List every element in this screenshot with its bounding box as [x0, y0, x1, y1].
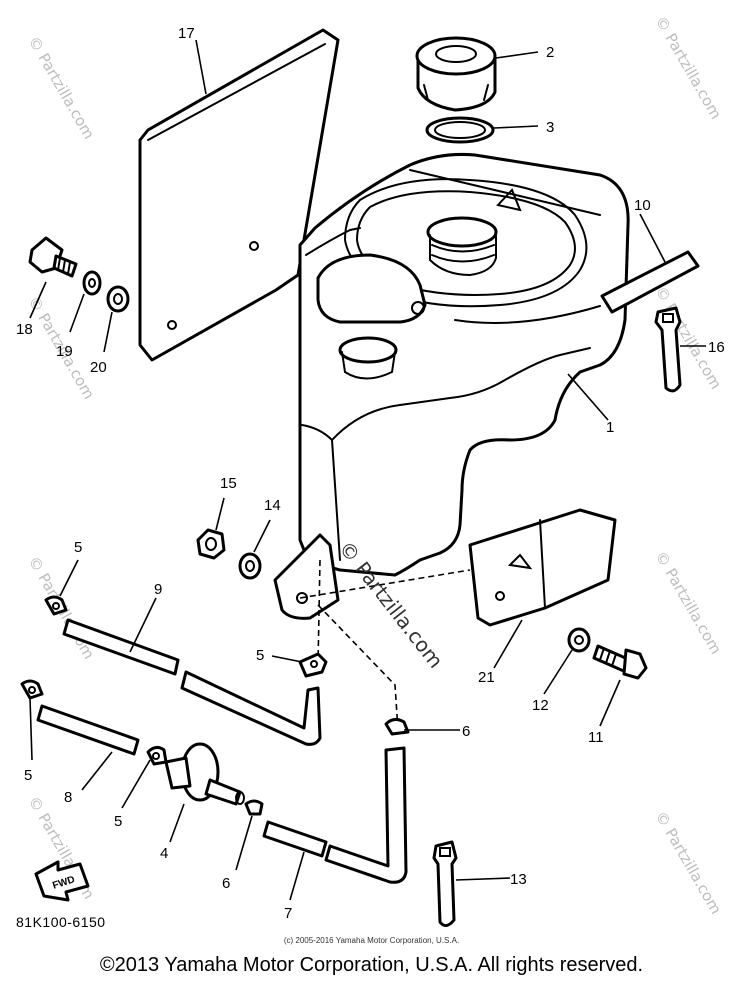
part-2-tank-cap: [415, 36, 497, 112]
part-7-hose: [262, 746, 408, 884]
part-3-cap-gasket: [425, 116, 495, 144]
callout-18: 18: [16, 321, 33, 338]
part-10-vent-hose: [454, 250, 700, 324]
part-15-nut: [196, 528, 226, 560]
callout-2: 2: [546, 44, 554, 61]
callout-3: 3: [546, 119, 554, 136]
part-9-hose: [62, 618, 322, 746]
callout-6: 6: [462, 723, 470, 740]
part-6-clip: [384, 717, 410, 736]
part-5-clamp: [298, 652, 328, 678]
callout-21: 21: [478, 669, 495, 686]
callout-leaders: [29, 39, 706, 901]
part-21-bracket: [468, 508, 617, 627]
part-20-washer: [106, 285, 130, 313]
part-19-washer: [82, 270, 102, 296]
part-4-fuel-valve: [164, 742, 245, 806]
part-13-tie: [432, 840, 458, 927]
callout-13: 13: [510, 871, 527, 888]
callout-15: 15: [220, 475, 237, 492]
callout-14: 14: [264, 497, 281, 514]
assembly-lines: [299, 559, 471, 731]
part-12-washer: [567, 627, 591, 653]
callout-19: 19: [56, 343, 73, 360]
part-5-clamp: [20, 679, 44, 700]
small-copyright: (c) 2005-2016 Yamaha Motor Corporation, …: [283, 936, 460, 945]
watermark-text: © Partzilla.com: [652, 548, 725, 657]
callout-11: 11: [588, 729, 604, 746]
callout-8: 8: [64, 789, 72, 806]
callout-6: 6: [222, 875, 230, 892]
copyright-notice: ©2013 Yamaha Motor Corporation, U.S.A. A…: [99, 954, 644, 976]
part-17-side-cover: [138, 28, 340, 362]
callout-10: 10: [634, 197, 651, 214]
callout-5: 5: [24, 767, 32, 784]
part-11-bolt: [592, 644, 648, 680]
part-5-clamp: [44, 595, 68, 616]
callout-labels: 2 3 1 10 16 17 18 19 20 15 14 5 9 5 5 8 …: [16, 25, 725, 922]
callout-4: 4: [160, 845, 168, 862]
callout-20: 20: [90, 359, 107, 376]
callout-1: 1: [606, 419, 614, 436]
part-18-bolt: [28, 236, 78, 278]
watermark-text: © Partzilla.com: [25, 33, 98, 142]
part-5-clamp: [146, 745, 168, 766]
part-6-clip: [244, 799, 264, 816]
callout-5: 5: [74, 539, 82, 556]
part-8-hose: [36, 704, 140, 756]
part-16-clip: [654, 306, 682, 393]
callout-7: 7: [284, 905, 292, 922]
diagram-code: 81K100-6150: [16, 914, 106, 930]
callout-5: 5: [256, 647, 264, 664]
watermark-text: © Partzilla.com: [652, 13, 725, 122]
part-1-fuel-tank: [273, 152, 630, 620]
watermark-text: © Partzilla.com: [652, 808, 725, 917]
callout-5: 5: [114, 813, 122, 830]
callout-17: 17: [178, 25, 195, 42]
callout-16: 16: [708, 339, 725, 356]
part-14-washer: [238, 552, 262, 580]
fwd-arrow-icon: FWD: [34, 860, 90, 902]
callout-9: 9: [154, 581, 162, 598]
callout-12: 12: [532, 697, 549, 714]
